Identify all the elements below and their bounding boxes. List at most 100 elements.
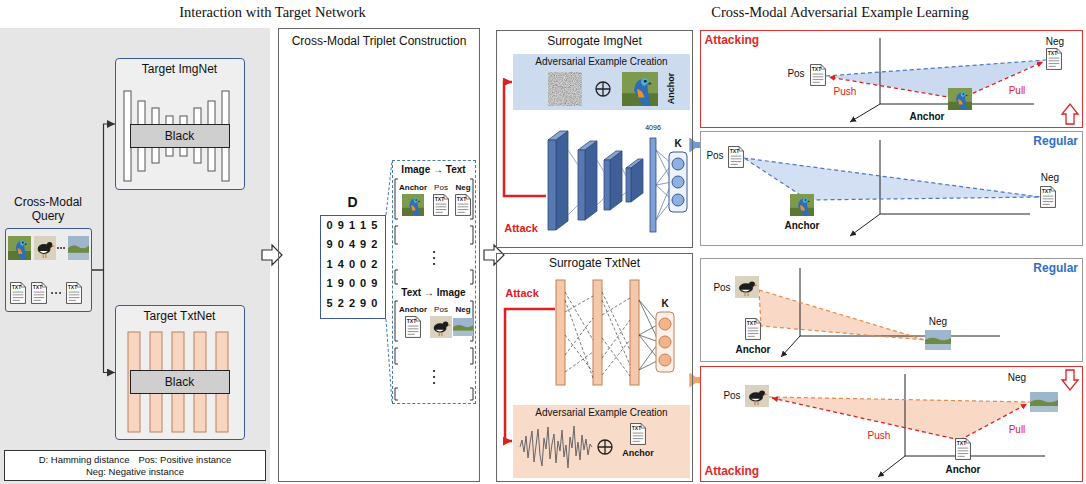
document-tag: TXT <box>32 285 43 290</box>
role-label: Pos <box>720 390 744 402</box>
image-thumbnail <box>453 318 473 336</box>
document-tag: TXT <box>1047 51 1058 56</box>
role-label: Anchor <box>781 220 823 232</box>
text-document <box>1047 49 1062 70</box>
output-unit <box>672 176 684 188</box>
role-label: Neg <box>1037 172 1063 184</box>
output-unit <box>672 194 684 206</box>
panel-title: Adversarial Example Creation <box>513 407 690 419</box>
role-label: Pos <box>431 183 451 193</box>
triplet-edge <box>826 60 1046 76</box>
box-title: Surrogate ImgNet <box>496 34 693 48</box>
attack-label: Attack <box>499 222 543 235</box>
output-unit <box>659 318 671 330</box>
document-tag: TXT <box>1041 189 1052 194</box>
document-tag: TXT <box>67 285 78 290</box>
role-label: Neg <box>452 305 474 315</box>
query-arrow <box>92 124 115 270</box>
panel-title: Attacking <box>705 33 785 47</box>
layer-bar <box>593 280 602 385</box>
image-thumbnail <box>34 236 56 260</box>
attack-arrow <box>505 309 555 441</box>
role-label: Anchor <box>398 183 428 193</box>
adversarial-panel: Adversarial Example CreationAnchor <box>513 405 690 478</box>
conv-block <box>585 141 597 220</box>
box-fill <box>700 258 1083 362</box>
force-label: Pull <box>1004 424 1030 436</box>
flow-arrow <box>262 245 282 265</box>
output-unit <box>659 336 671 348</box>
query-arrow <box>92 270 115 373</box>
flow-arrow <box>484 245 504 265</box>
pull-arrow <box>960 62 1043 99</box>
matrix-row: 1 9 0 0 9 <box>320 277 386 290</box>
conv-block <box>626 168 631 202</box>
key-entry: D: Hamming distance <box>39 454 130 465</box>
conv-block <box>631 159 643 202</box>
box-title: Surrogate TxtNet <box>496 256 693 270</box>
matrix-row: 1 4 0 0 2 <box>320 258 386 271</box>
layer-link <box>568 150 626 215</box>
triplet-area <box>759 290 925 340</box>
role-label: Neg <box>1042 36 1068 48</box>
attacking-panel: Attacking <box>700 30 1083 128</box>
push-arrow <box>772 398 960 440</box>
image-thumbnail <box>622 72 658 106</box>
document-tag: TXT <box>746 321 757 326</box>
conv-block <box>556 131 568 230</box>
box-fill <box>513 405 690 478</box>
text-document <box>67 283 82 304</box>
box-fill <box>700 131 1083 246</box>
text-document <box>729 147 744 168</box>
box-title: Cross-Modal Triplet Construction <box>278 34 480 48</box>
triplet-area <box>744 158 1040 200</box>
box-fill <box>278 28 480 482</box>
image-thumbnail <box>948 88 972 110</box>
image-thumbnail <box>68 236 89 260</box>
regular-panel: Regular <box>700 131 1083 246</box>
direction-label: Image → Text <box>393 164 475 176</box>
role-label: Neg <box>1004 372 1030 384</box>
role-label: Pos <box>431 305 451 315</box>
role-label: Anchor <box>906 111 948 123</box>
panel-title: Attacking <box>705 464 785 478</box>
text-document <box>1041 187 1056 208</box>
image-thumbnail <box>430 316 452 338</box>
key-entry: Pos: Positive instance <box>138 454 231 465</box>
fc-layer <box>650 138 656 232</box>
text-document <box>811 65 826 86</box>
transition-arrow <box>1062 370 1078 390</box>
box-fill <box>5 228 92 312</box>
image-thumbnail <box>1030 392 1058 412</box>
output-layer <box>669 152 687 212</box>
conv-block <box>604 160 610 210</box>
role-label: Anchor <box>942 464 984 476</box>
triplet-area <box>826 60 1046 99</box>
role-label: Pos <box>703 150 727 162</box>
image-thumbnail <box>790 194 814 216</box>
box-fill <box>496 30 693 248</box>
direction-label: Text → Image <box>393 287 475 299</box>
text-document <box>631 424 646 445</box>
triplet-area <box>769 397 1030 440</box>
force-label: Pull <box>1004 85 1030 97</box>
output-label: K <box>669 138 687 150</box>
network-layers <box>556 280 639 385</box>
role-label: Pos <box>710 282 734 294</box>
document-tag: TXT <box>811 67 822 72</box>
noise-signal <box>520 426 592 468</box>
section-heading: Interaction with Target Network <box>145 4 400 21</box>
plus-symbol <box>596 82 610 96</box>
matrix-name: D <box>320 194 386 211</box>
noise-image <box>548 72 582 106</box>
role-label: Anchor <box>666 68 677 108</box>
document-tag: TXT <box>434 197 445 202</box>
network-layers <box>124 91 229 181</box>
embedding-axes <box>781 268 1000 357</box>
attack-label: Attack <box>500 287 544 300</box>
output-arrow <box>693 377 700 383</box>
query-box: Cross-Modal Query <box>5 228 92 312</box>
conv-block <box>578 150 585 220</box>
role-label: Anchor <box>732 344 774 356</box>
